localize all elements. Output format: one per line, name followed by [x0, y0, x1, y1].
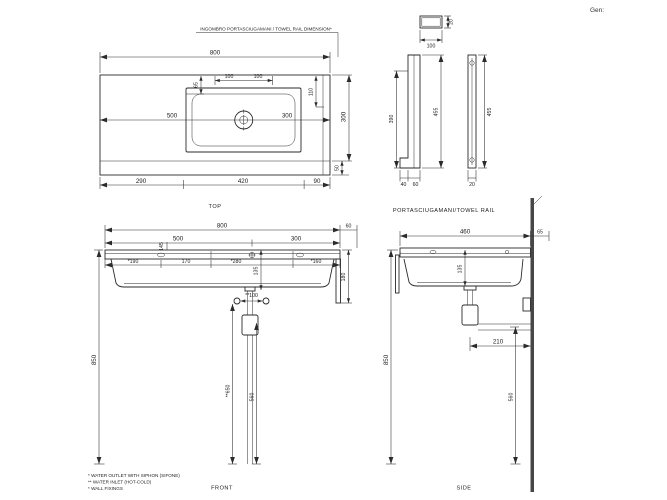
dim-top-depth: 300 [341, 111, 348, 122]
dim-rail-height-right: 455 [487, 108, 493, 117]
top-view-dimensions [99, 52, 352, 189]
dim-top-bottom-left: 290 [136, 178, 147, 185]
drain-fitting-front [244, 286, 256, 292]
dim-front-height: 850 [91, 354, 98, 365]
dim-front-inlet-spacing: **100 [245, 293, 258, 299]
tap-hole-left [157, 252, 165, 258]
dim-top-drain-to-right: 300 [282, 113, 293, 120]
top-view: INGOMBRO PORTASCIUGAMANI / TOWEL RAIL DI… [99, 27, 352, 210]
siphon-trap-front [241, 314, 259, 336]
footnote-wall-fixings: * WALL FIXINGS [88, 486, 123, 491]
dim-rail-bar-thickness: 20 [449, 19, 455, 25]
dim-front-outlet-height: 560 [250, 393, 256, 402]
dim-top-front-edge: 50 [335, 165, 341, 171]
dim-side-height: 850 [383, 354, 390, 365]
dim-front-left-to-drain: 500 [173, 236, 184, 243]
dim-top-left-to-drain: 500 [167, 113, 178, 120]
dim-top-overall-width: 800 [210, 50, 221, 57]
water-inlet-left [233, 297, 241, 305]
dim-top-hole-pitch-right: 100 [254, 74, 263, 80]
top-view-title: TOP [209, 204, 222, 210]
dim-side-overall-depth: 460 [460, 229, 471, 236]
dim-front-hole-detail: 145 [159, 242, 165, 251]
towel-rail-view: 20 100 390 455 40 60 [389, 15, 495, 214]
dim-rail-foot-back: 60 [413, 182, 419, 188]
side-view: 460 65 135 210 850 560 SIDE [383, 195, 550, 492]
rail-side-dimensions [394, 54, 444, 182]
wall-bracket [522, 297, 531, 312]
dim-top-hole-pitch-left: 100 [225, 74, 234, 80]
rail-side-profile [399, 54, 421, 169]
bowl-front-profile [110, 258, 335, 288]
drain-fitting-side [463, 285, 477, 291]
tap-hole-side [429, 250, 437, 254]
dim-rail-bar-length: 390 [389, 115, 395, 124]
dim-front-rail-overhang: 60 [346, 224, 352, 230]
towel-rail-front [335, 258, 341, 304]
dim-side-bowl-depth: 135 [458, 265, 464, 274]
dim-side-outlet-height: 560 [509, 393, 515, 402]
gen-label: Gen: [590, 7, 604, 14]
rail-bar-section [419, 15, 443, 29]
footnote-water-outlet: * WATER OUTLET WITH SIPHON (SIFONE) [88, 473, 180, 478]
rail-back-plate [467, 54, 477, 169]
front-view-dimensions [94, 225, 358, 465]
fixing-hole-side [505, 250, 509, 254]
dim-top-rail-setback: 110 [309, 88, 315, 96]
dim-front-drain-to-right: 300 [291, 236, 302, 243]
dim-rail-foot-front: 40 [401, 182, 407, 188]
rail-plate-dimensions [467, 54, 487, 182]
side-view-dimensions [386, 231, 550, 465]
dim-front-fixing-left: *190 [128, 259, 139, 265]
dim-front-fixing-center: *280 [231, 259, 242, 265]
dim-side-outlet-to-wall: 210 [493, 339, 504, 346]
dim-top-bowl-setback: 65 [194, 82, 200, 88]
footnote-water-inlet: ** WATER INLET (HOT-COLD) [88, 480, 152, 485]
front-view: 800 60 500 300 *190 170 *280 *160 145 13… [88, 223, 358, 492]
dim-top-bottom-center: 420 [238, 178, 249, 185]
rail-fixing-hole-top [469, 60, 475, 66]
tap-hole-right [296, 252, 304, 258]
side-view-title: SIDE [456, 486, 471, 492]
dim-front-rail-drop: 180 [341, 273, 347, 282]
bowl-side-profile [403, 258, 524, 287]
dim-front-span-left: 170 [182, 259, 191, 265]
dim-front-inlet-height: **650 [226, 385, 232, 398]
towel-rail-side [395, 254, 400, 294]
basin-outline-top [99, 74, 331, 176]
dim-rail-height-left: 455 [434, 108, 440, 117]
dim-rail-plate-thickness: 20 [469, 182, 475, 188]
basin-slab-front [104, 249, 341, 260]
dim-front-fixing-right: *160 [311, 259, 322, 265]
rail-fixing-hole-bottom [469, 157, 475, 163]
dim-front-bowl-depth: 135 [254, 267, 260, 276]
water-inlet-right [262, 297, 270, 305]
siphon-trap-side [461, 304, 479, 326]
note-leader-line [196, 32, 339, 57]
wall [530, 198, 534, 492]
rail-view-title: PORTASCIUGAMANI/TOWEL RAIL [393, 208, 495, 214]
dim-rail-bar-depth: 100 [427, 44, 436, 50]
towel-rail-note: INGOMBRO PORTASCIUGAMANI / TOWEL RAIL DI… [200, 27, 332, 32]
front-view-title: FRONT [211, 486, 233, 492]
dim-front-overall-width: 800 [217, 223, 228, 230]
dim-side-rail-offset: 65 [537, 230, 543, 236]
rail-bar-dimensions [419, 15, 451, 43]
dim-top-bottom-right: 90 [314, 178, 321, 185]
